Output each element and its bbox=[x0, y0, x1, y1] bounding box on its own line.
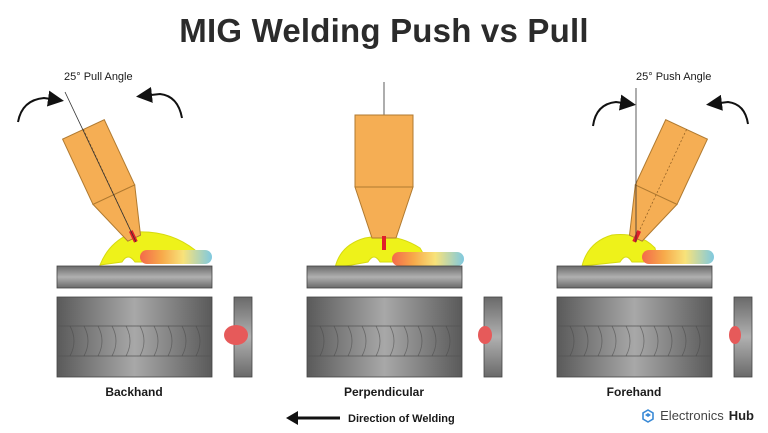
left-rotation-arrow bbox=[17, 90, 64, 123]
base-plate-bottom bbox=[556, 296, 713, 378]
weld-penetration bbox=[729, 326, 741, 344]
brand-bold: Hub bbox=[728, 408, 754, 423]
reference-line bbox=[64, 91, 137, 243]
forehand-label: Forehand bbox=[607, 385, 662, 399]
page-title: MIG Welding Push vs Pull bbox=[179, 12, 589, 49]
electronics-hub-logo-icon bbox=[642, 408, 654, 423]
perpendicular-panel bbox=[306, 82, 503, 378]
base-plate-top bbox=[556, 265, 713, 289]
backhand-panel bbox=[17, 86, 253, 378]
welding-torch bbox=[354, 114, 414, 250]
push-angle-label: 25° Push Angle bbox=[636, 71, 711, 83]
backhand-label: Backhand bbox=[105, 385, 162, 399]
direction-of-welding: Direction of Welding bbox=[286, 411, 455, 425]
weld-puddle bbox=[581, 234, 659, 267]
right-rotation-arrow bbox=[706, 94, 749, 125]
base-plate-top bbox=[306, 265, 463, 289]
weld-penetration bbox=[478, 326, 492, 344]
weld-bead bbox=[140, 250, 212, 264]
weld-ripples bbox=[569, 325, 701, 357]
brand-prefix: Electronics bbox=[660, 408, 724, 423]
weld-ripples bbox=[69, 325, 201, 357]
welding-torch bbox=[628, 119, 709, 243]
forehand-panel bbox=[556, 88, 753, 378]
weld-bead bbox=[642, 250, 714, 264]
left-rotation-arrow bbox=[592, 94, 636, 127]
weld-ripples bbox=[319, 325, 451, 357]
right-rotation-arrow bbox=[136, 86, 183, 119]
base-plate-bottom bbox=[306, 296, 463, 378]
direction-label: Direction of Welding bbox=[348, 413, 455, 425]
pull-angle-label: 25° Pull Angle bbox=[64, 71, 133, 83]
brand-watermark: Electronics Hub bbox=[641, 408, 754, 423]
weld-bead bbox=[392, 252, 464, 266]
base-plate-bottom bbox=[56, 296, 213, 378]
perpendicular-label: Perpendicular bbox=[344, 385, 424, 399]
weld-penetration bbox=[224, 325, 248, 345]
base-plate-top bbox=[56, 265, 213, 289]
